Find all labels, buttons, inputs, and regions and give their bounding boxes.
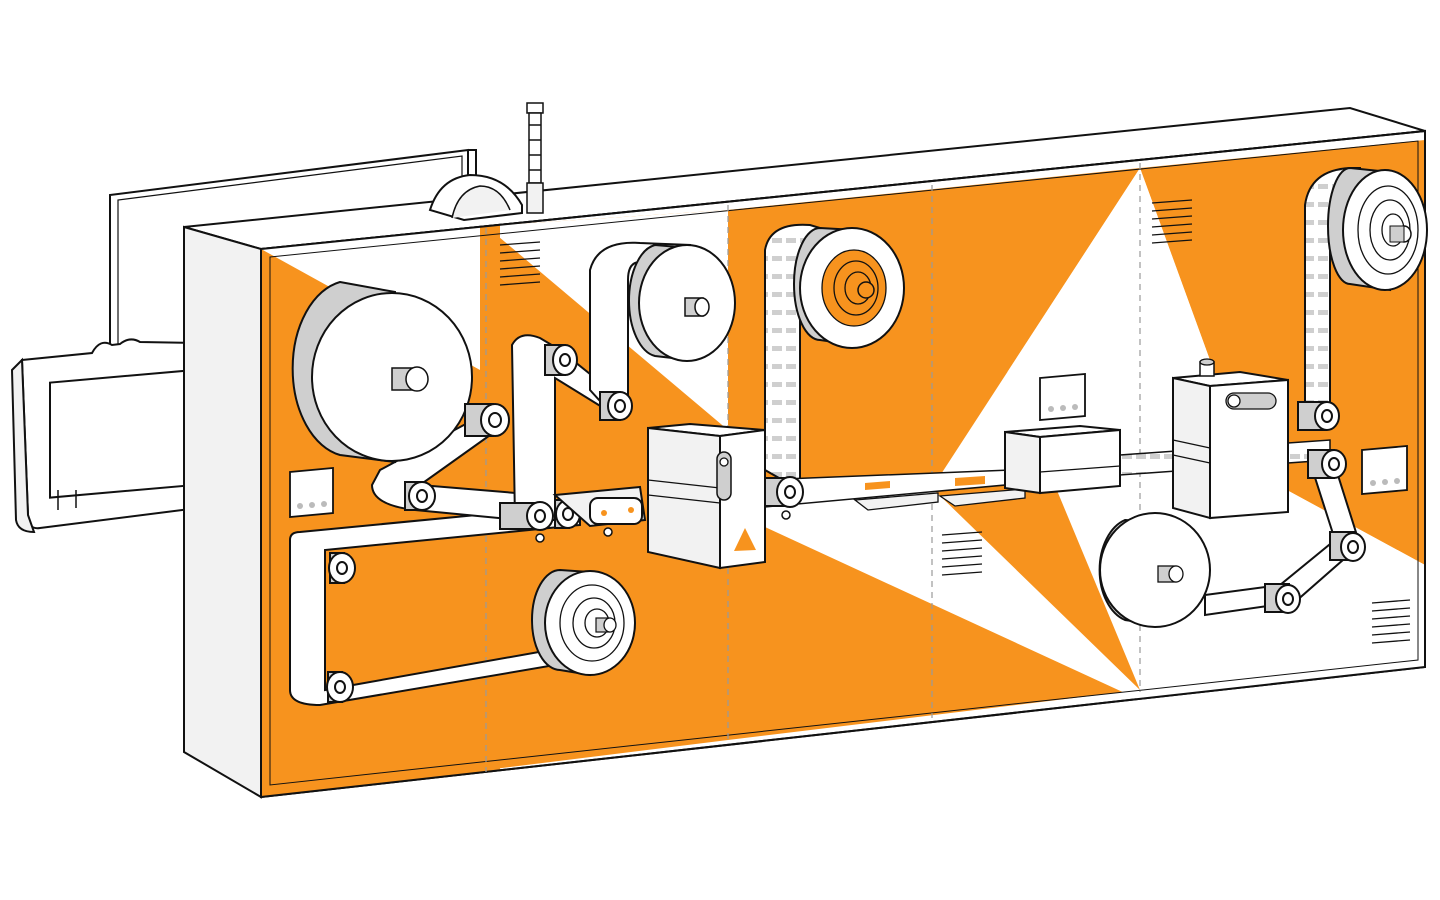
cabinet-left-side: [183, 225, 262, 799]
rewind-roll-right[interactable]: [1327, 166, 1428, 292]
label-patch: [865, 481, 890, 490]
sensor-box: [289, 467, 334, 518]
material-roll-icon: [1099, 512, 1211, 628]
idler-roller: [1264, 583, 1301, 614]
inspection-station-icon: [1039, 428, 1121, 495]
sensor-box: [1039, 373, 1086, 421]
idler-roller: [1307, 449, 1347, 479]
cutting-unit[interactable]: [1172, 358, 1289, 520]
idler-roller: [544, 344, 578, 376]
idler-roller: [404, 481, 436, 511]
idler-roller: [326, 671, 354, 703]
label-patch: [955, 476, 985, 486]
sensor-icon: [1361, 445, 1408, 495]
unwind-roll[interactable]: [291, 280, 473, 464]
idler-roller: [328, 552, 356, 584]
rewind-roll-icon: [544, 570, 636, 676]
rewind-roll-left[interactable]: [531, 568, 636, 677]
feed-unit[interactable]: [552, 485, 647, 528]
idler-roller: [599, 391, 633, 421]
touchscreen-monitor-icon[interactable]: [49, 368, 201, 499]
idler-rollers: [326, 344, 1366, 703]
idler-roller: [464, 403, 510, 437]
idler-roller: [1329, 531, 1366, 562]
liner-roll[interactable]: [628, 243, 736, 362]
rewind-roll-icon: [1342, 169, 1428, 291]
idler-roller: [764, 476, 804, 508]
sensor-icon: [1039, 373, 1086, 421]
warning-triangle-icon: [734, 528, 756, 551]
laminate-roll[interactable]: [793, 226, 905, 349]
sensor-box: [1361, 445, 1408, 495]
stack-light-icon: [526, 102, 544, 214]
control-panel: [10, 148, 477, 534]
vent-grilles: [499, 199, 1411, 644]
print-unit[interactable]: [647, 422, 766, 570]
idler-roller: [1297, 401, 1340, 431]
sensor-icon: [289, 467, 334, 518]
inspection-unit[interactable]: [1004, 424, 1121, 495]
waste-roll[interactable]: [1098, 512, 1211, 628]
idler-roller: [499, 501, 554, 531]
die-cut-unit-icon: [1209, 378, 1289, 520]
